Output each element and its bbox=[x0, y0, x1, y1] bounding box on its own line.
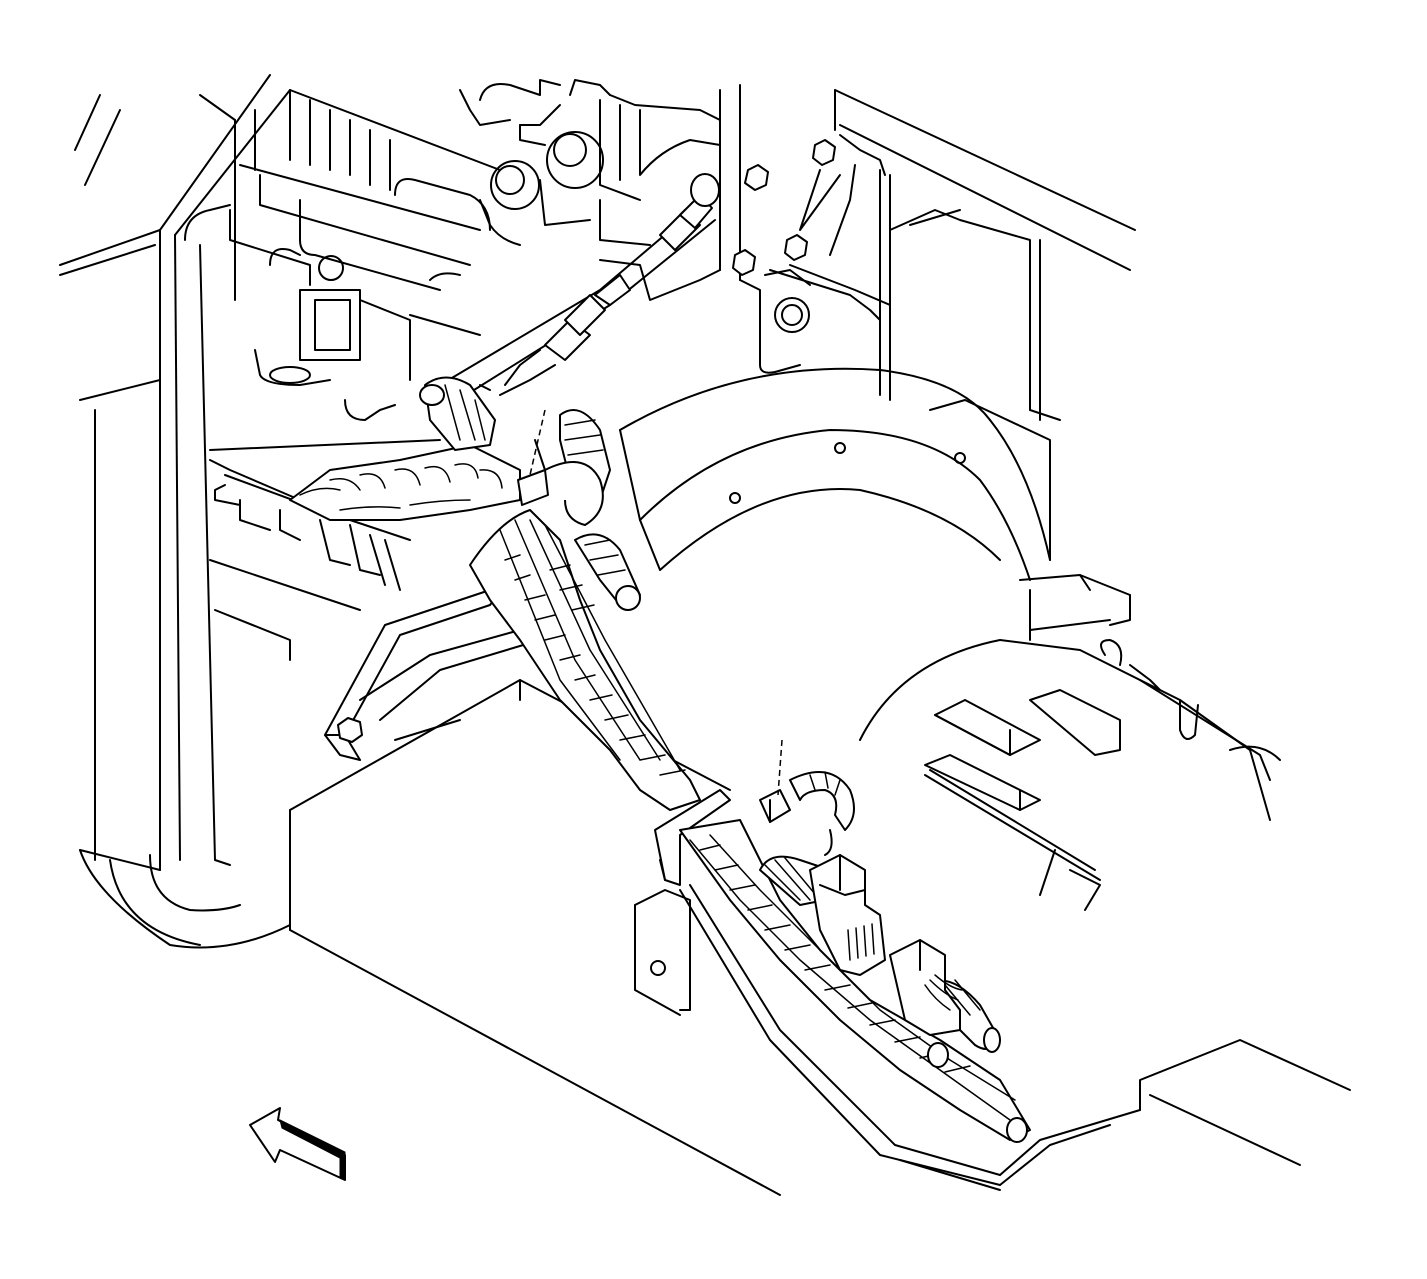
right-upper-bracket bbox=[769, 89, 1136, 421]
transmission-control-valve-body bbox=[209, 89, 501, 661]
crossmember-support bbox=[289, 679, 1351, 1196]
harness-retaining-clip bbox=[517, 409, 791, 823]
front-direction-arrow bbox=[249, 1107, 346, 1181]
transmission-case-housing bbox=[619, 367, 1281, 821]
wiring-harness bbox=[289, 376, 1031, 1143]
mounting-bolts bbox=[732, 139, 836, 374]
cooler-line-fittings bbox=[439, 173, 720, 406]
electrical-connector bbox=[809, 854, 963, 1036]
left-frame-panel bbox=[59, 74, 291, 949]
upper-pump-housing bbox=[459, 79, 741, 301]
case-ribs-right bbox=[924, 689, 1121, 911]
harness-bracket bbox=[324, 584, 541, 761]
